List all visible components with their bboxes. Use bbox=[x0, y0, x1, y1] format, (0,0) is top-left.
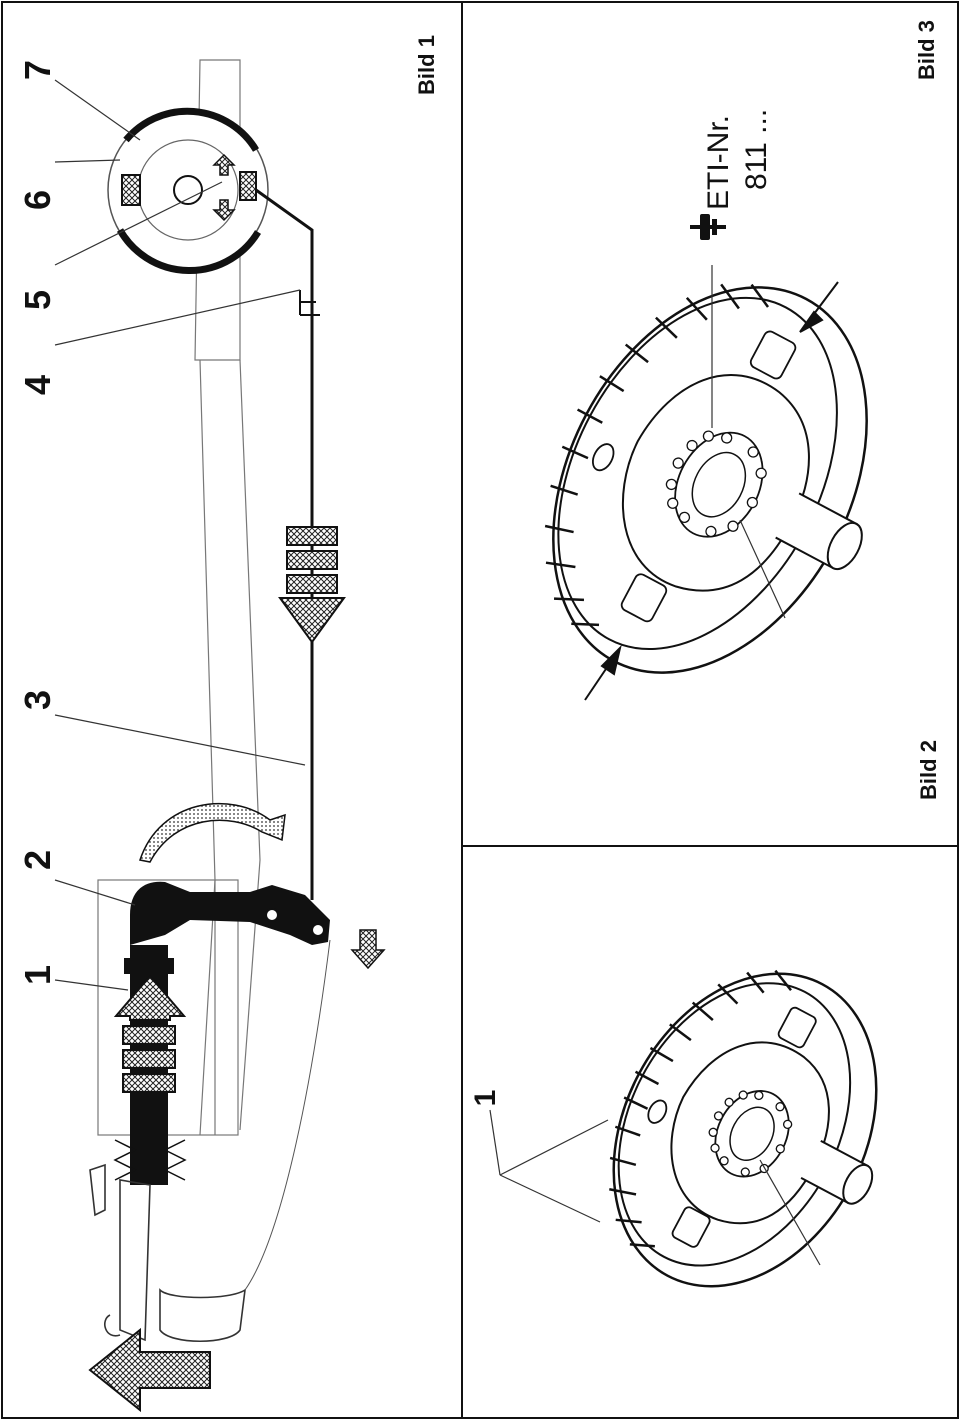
bild3-title: Bild 3 bbox=[914, 20, 939, 80]
eti-label: ETI-Nr. bbox=[702, 115, 735, 210]
bild1-diagram: 1 2 3 4 5 6 7 Bild 1 bbox=[17, 35, 439, 1413]
adjuster-block bbox=[121, 174, 141, 206]
eti-number: 811 ... bbox=[740, 109, 773, 190]
callout-2: 2 bbox=[17, 850, 58, 870]
bild1-title: Bild 1 bbox=[414, 35, 439, 95]
drum-cooling-ribs bbox=[544, 283, 770, 627]
coupling-head bbox=[89, 939, 331, 1343]
brake-cable bbox=[255, 188, 346, 900]
bild2-callout-leaders bbox=[489, 1109, 821, 1266]
part-icon bbox=[690, 214, 726, 240]
cable-pull-arrow bbox=[278, 526, 346, 644]
expander-block bbox=[239, 171, 257, 201]
rotation-arrow bbox=[139, 802, 286, 863]
push-rod bbox=[113, 945, 187, 1185]
brake-drum-assembly-bild2 bbox=[609, 969, 878, 1288]
brake-drum-assembly-bild3 bbox=[544, 283, 868, 674]
bild3-diagram: ETI-Nr. 811 ... Bild 3 bbox=[544, 20, 939, 701]
towing-arrow-icon bbox=[88, 1327, 211, 1413]
callout-leaders bbox=[54, 79, 306, 991]
callout-5: 5 bbox=[17, 290, 58, 310]
callout-3: 3 bbox=[17, 690, 58, 710]
drum-cooling-ribs bbox=[609, 969, 792, 1248]
inspection-arrows bbox=[584, 281, 839, 701]
bild2-diagram: 1 Bild 2 bbox=[469, 740, 941, 1288]
callout-4: 4 bbox=[17, 375, 58, 395]
callout-1: 1 bbox=[17, 965, 58, 985]
callout-6: 6 bbox=[17, 190, 58, 210]
bild2-callout-1: 1 bbox=[469, 1090, 502, 1107]
callout-7: 7 bbox=[17, 60, 58, 80]
bild2-title: Bild 2 bbox=[916, 740, 941, 800]
overrun-lever bbox=[130, 802, 386, 970]
brake-drum bbox=[107, 107, 269, 274]
